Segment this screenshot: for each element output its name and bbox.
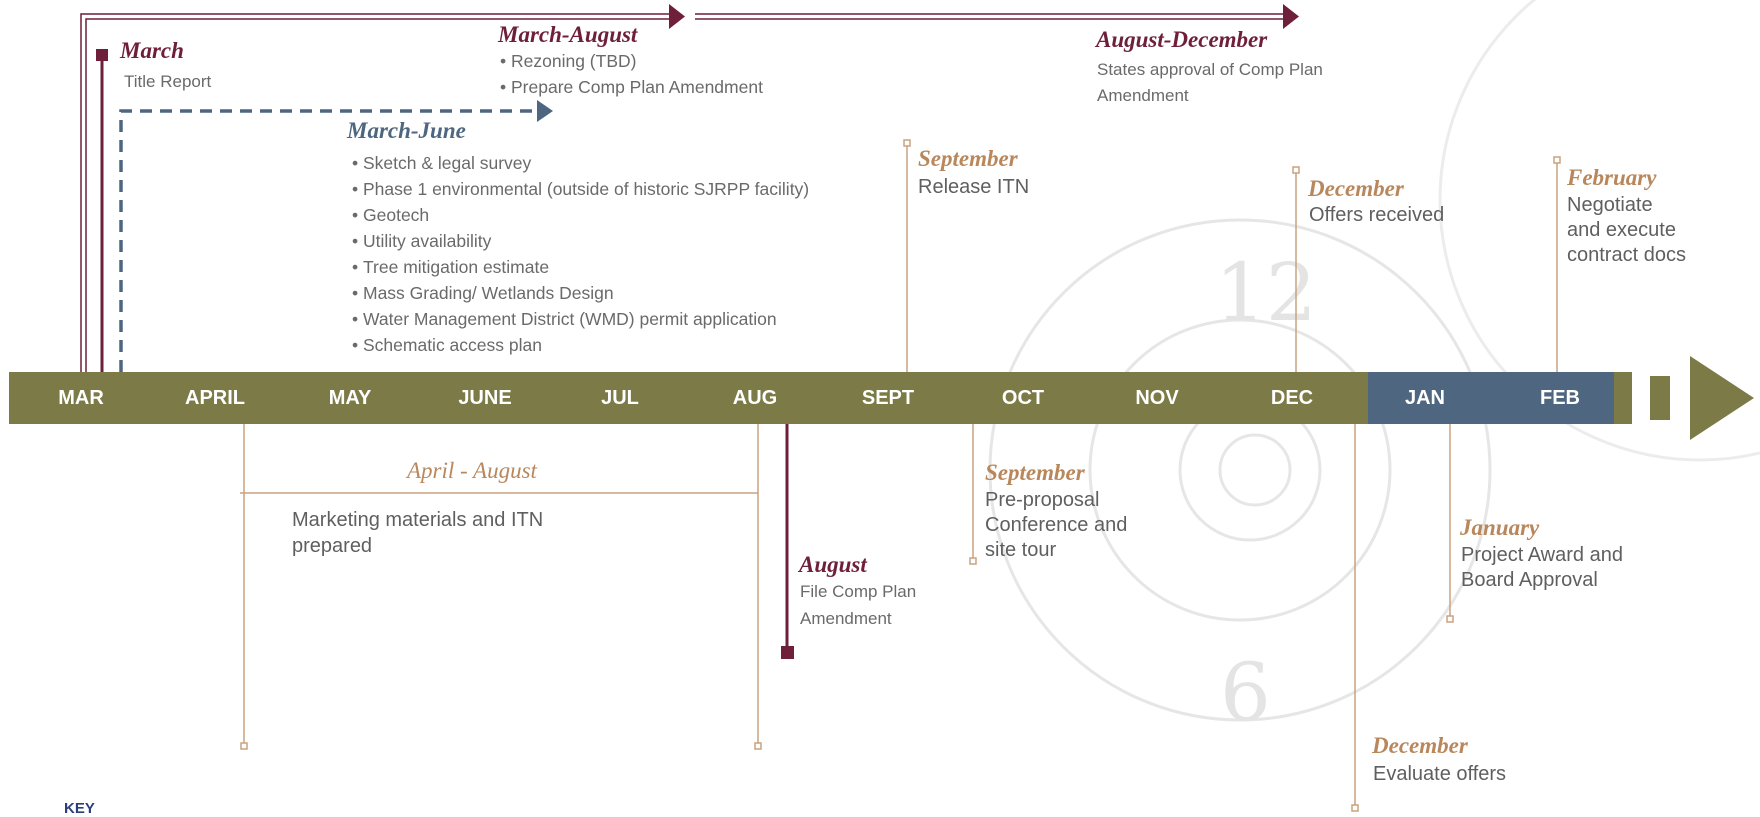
key-label: KEY — [64, 800, 95, 817]
event-title: August — [799, 552, 867, 577]
bullet-item: Utility availability — [352, 228, 809, 254]
month-label: FEB — [1540, 387, 1580, 409]
event-text: Title Report — [124, 72, 212, 91]
event-title: August-December — [1096, 27, 1268, 52]
bullet-item: Phase 1 environmental (outside of histor… — [352, 176, 809, 202]
event-bullet-list: Rezoning (TBD) Prepare Comp Plan Amendme… — [500, 48, 763, 100]
event-text: site tour — [985, 539, 1057, 561]
event-title: April - August — [407, 458, 537, 483]
bullet-item: Schematic access plan — [352, 332, 809, 358]
bullet-item: Mass Grading/ Wetlands Design — [352, 280, 809, 306]
event-text: Project Award and — [1461, 544, 1623, 566]
bullet-item: Prepare Comp Plan Amendment — [500, 74, 763, 100]
month-label: JUNE — [458, 387, 512, 409]
event-text: File Comp Plan — [800, 582, 917, 601]
event-title: February — [1567, 165, 1657, 190]
event-text: Pre-proposal — [985, 489, 1100, 511]
month-label: MAR — [58, 387, 104, 409]
event-text: Negotiate — [1567, 194, 1653, 216]
bullet-item: Geotech — [352, 202, 809, 228]
timeline-tail-block — [1614, 372, 1632, 424]
month-label: JAN — [1404, 387, 1445, 409]
event-bullet-list: Sketch & legal survey Phase 1 environmen… — [352, 150, 809, 358]
event-text: Offers received — [1309, 204, 1445, 226]
month-label: APRIL — [185, 387, 245, 409]
svg-text:12: 12 — [1215, 246, 1317, 339]
event-text: Conference and — [985, 514, 1128, 536]
bullet-item: Water Management District (WMD) permit a… — [352, 306, 809, 332]
event-title: March-June — [347, 118, 466, 143]
month-label: MAY — [328, 387, 372, 409]
event-title: September — [918, 146, 1018, 171]
event-text: Marketing materials and ITN — [292, 509, 544, 531]
event-title: December — [1372, 733, 1468, 758]
event-text: Amendment — [1097, 86, 1189, 105]
bullet-item: Sketch & legal survey — [352, 150, 809, 176]
timeline-tail-block — [1650, 376, 1670, 420]
month-label: AUG — [732, 387, 778, 409]
event-title: March — [120, 38, 184, 63]
event-text: Release ITN — [918, 176, 1030, 198]
event-text: Board Approval — [1461, 569, 1598, 591]
event-title: September — [985, 460, 1085, 485]
event-title: March-August — [498, 22, 638, 47]
svg-text:6: 6 — [1220, 646, 1271, 739]
event-text: and execute — [1567, 219, 1676, 241]
event-title: December — [1308, 176, 1404, 201]
event-text: States approval of Comp Plan — [1097, 60, 1323, 79]
event-title: January — [1460, 515, 1540, 540]
bullet-item: Tree mitigation estimate — [352, 254, 809, 280]
event-text: prepared — [292, 535, 373, 557]
month-label: SEPT — [861, 387, 915, 409]
month-label: NOV — [1135, 387, 1179, 409]
event-text: Amendment — [800, 609, 892, 628]
timeline-band-winter — [1368, 372, 1614, 424]
month-label: DEC — [1270, 387, 1314, 409]
month-label: JUL — [601, 387, 639, 409]
timeline-band — [9, 372, 1369, 424]
event-text: contract docs — [1567, 244, 1686, 266]
bullet-item: Rezoning (TBD) — [500, 48, 763, 74]
event-text: Evaluate offers — [1373, 763, 1507, 785]
month-label: OCT — [1001, 387, 1045, 409]
